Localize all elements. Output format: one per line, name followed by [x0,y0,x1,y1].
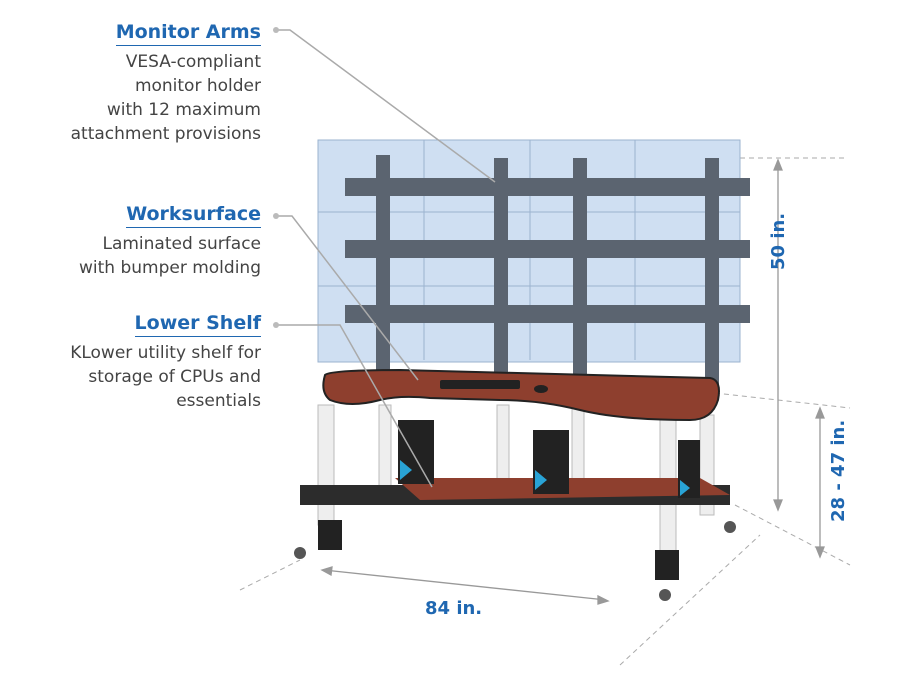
floor-guides [239,157,851,666]
keyboard [440,380,520,389]
callout-title: Worksurface [126,202,261,228]
callout-description: VESA-compliant monitor holder with 12 ma… [71,50,261,146]
desc-line: essentials [176,391,261,411]
callout-description: KLower utility shelf for storage of CPUs… [70,341,261,413]
desc-line: monitor holder [134,76,261,96]
desk-height-dimension-label: 28 - 47 in. [828,419,849,522]
desc-line: KLower utility shelf for [70,343,261,363]
legs [294,404,736,601]
desc-line: attachment provisions [70,124,261,144]
desc-line: VESA-compliant [125,52,261,72]
desc-line: with 12 maximum [106,100,261,120]
desc-line: Laminated surface [102,234,261,254]
desc-line: storage of CPUs and [88,367,261,387]
callout-title: Lower Shelf [134,311,261,337]
callout-worksurface: Worksurface Laminated surface with bumpe… [79,202,261,280]
callout-description: Laminated surface with bumper molding [79,232,261,280]
callout-monitor-arms: Monitor Arms VESA-compliant monitor hold… [71,20,261,146]
callout-title: Monitor Arms [115,20,261,46]
monitor-wall [317,139,750,390]
width-dimension-label: 84 in. [425,598,483,619]
desc-line: with bumper molding [78,258,261,278]
height-dimension-label: 50 in. [768,212,789,270]
dimension-arrows [320,158,825,605]
mouse [534,385,548,393]
worksurface [322,368,720,422]
leader-lines [277,29,496,488]
callout-lower-shelf: Lower Shelf KLower utility shelf for sto… [70,311,261,413]
cpus [398,420,700,498]
